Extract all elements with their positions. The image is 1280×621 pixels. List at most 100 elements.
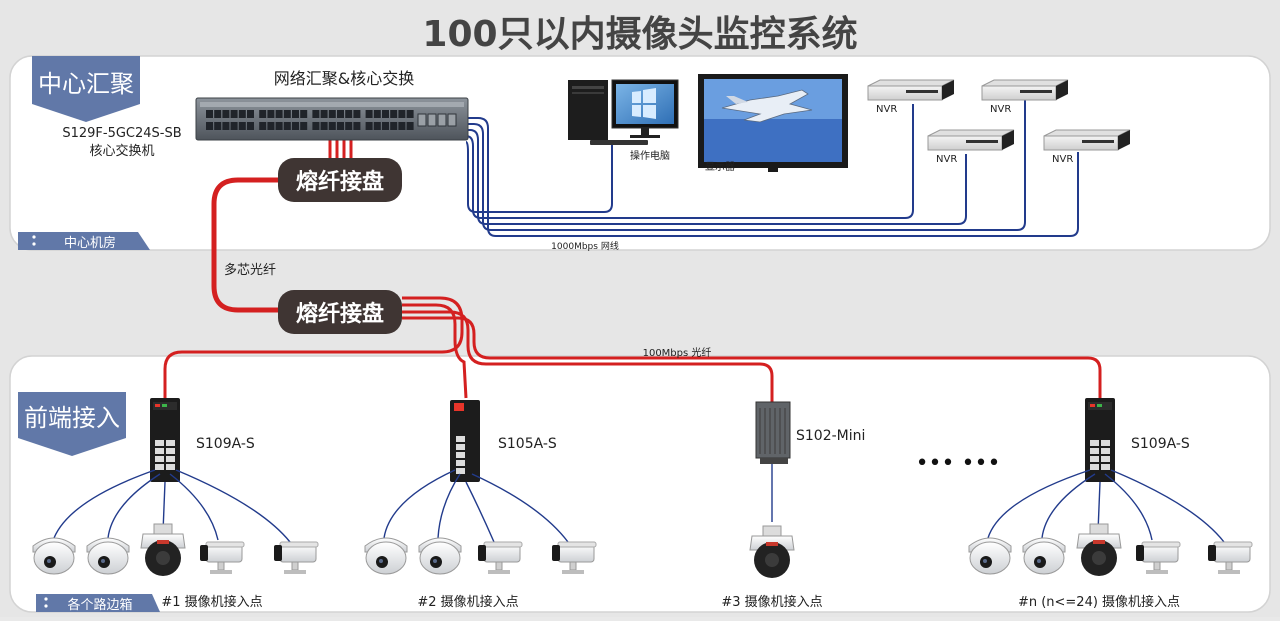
svg-text:熔纤接盘: 熔纤接盘 [296,169,384,195]
front-badge: 前端接入 [18,392,126,456]
bullet-camera [274,541,319,574]
switch-1-model: S109A-S [196,436,255,452]
nvr-label: NVR [1052,154,1073,165]
core-port [275,122,283,130]
core-port [320,110,328,118]
center-badge: 中心汇聚 [32,56,140,122]
fusion-box-top: 熔纤接盘 [278,158,402,202]
core-port [247,110,254,118]
svg-text:中心汇聚: 中心汇聚 [38,70,134,98]
roadside-tab: 各个路边箱 [36,594,160,613]
core-port [398,110,406,118]
switch-4: S109A-S [1085,398,1190,482]
bullet-camera [552,541,597,574]
access-point-n-label: #n (n<=24) 摄像机接入点 [1018,594,1180,610]
ptz-camera [140,523,186,576]
fiber-cables [211,140,353,313]
nvr-2: NVR [981,79,1069,115]
lan-cable-label: 1000Mbps 网线 [551,240,619,252]
bullet-camera [1208,541,1253,574]
core-port [337,110,344,118]
dome-camera [364,537,408,575]
monitor-label: 显示器 [705,161,735,173]
bullet-camera [478,541,523,574]
switch-4-model: S109A-S [1131,436,1190,452]
switch-3: S102-Mini [755,401,865,464]
core-sfp-port [427,113,437,127]
core-port [206,110,213,118]
svg-text:中心机房: 中心机房 [64,235,116,251]
core-sfp-port [447,113,457,127]
svg-text:前端接入: 前端接入 [24,404,120,432]
bullet-camera [200,541,245,574]
core-switch: 网络汇聚&核心交换 S129F-5GC24S-SB 核心交换机 [62,69,469,159]
dome-camera [968,537,1012,575]
core-sfp-port [437,113,447,127]
core-desc: 核心交换机 [89,143,154,159]
fusion-box-bottom: 熔纤接盘 [278,290,402,334]
core-port [238,110,246,118]
core-port [267,110,275,118]
ptz-camera [1076,523,1122,576]
nvr-3: NVR [927,129,1015,165]
access-point-3-label: #3 摄像机接入点 [721,594,822,610]
display-monitor: 显示器 [698,74,848,173]
core-port [283,122,291,130]
camera-group [32,523,1253,578]
core-port [312,110,320,118]
dome-camera [32,537,76,575]
core-ports [206,110,457,130]
core-port [406,122,414,130]
dome-camera [418,537,462,575]
center-room-tab: 中心机房 [18,232,150,251]
core-port [222,110,230,118]
core-port [300,122,308,130]
diagram-title: 100只以内摄像头监控系统 [422,14,857,55]
core-port [312,122,320,130]
core-port [206,122,213,130]
nvr-label: NVR [936,154,957,165]
core-port [275,110,283,118]
nvr-label: NVR [990,104,1011,115]
fiber-label: 100Mbps 光纤 [643,346,712,359]
core-port [353,110,361,118]
core-port [382,122,389,130]
svg-text:各个路边箱: 各个路边箱 [67,597,132,613]
bullet-camera [1136,541,1181,574]
core-port [353,122,361,130]
more-access-points-ellipsis: ••• ••• [916,451,1001,476]
core-port [390,122,398,130]
core-port [259,110,267,118]
core-port [230,122,238,130]
nvr-label: NVR [876,104,897,115]
core-port [345,122,353,130]
front-panel [9,355,1271,613]
core-port [398,122,406,130]
lan-cables [465,100,1079,237]
nvr-4: NVR [1043,129,1131,165]
core-port [320,122,328,130]
svg-text:熔纤接盘: 熔纤接盘 [296,301,384,327]
core-port [214,122,222,130]
multicore-fiber-label: 多芯光纤 [224,262,276,278]
core-port [382,110,389,118]
pc-label: 操作电脑 [630,149,670,162]
core-port [337,122,344,130]
switch-3-model: S102-Mini [796,428,865,444]
core-port [283,110,291,118]
core-port [373,110,381,118]
core-port [390,110,398,118]
core-port [222,122,230,130]
core-port [365,122,373,130]
dome-camera [86,537,130,575]
core-port [365,110,373,118]
switch-1: S109A-S [150,398,255,482]
core-port [267,122,275,130]
ptz-camera [749,525,795,578]
core-port [230,110,238,118]
nvr-group: NVR NVR NVR NVR [867,79,1131,165]
switch-2: S105A-S [450,400,557,482]
fiber-distribution [163,296,1102,402]
